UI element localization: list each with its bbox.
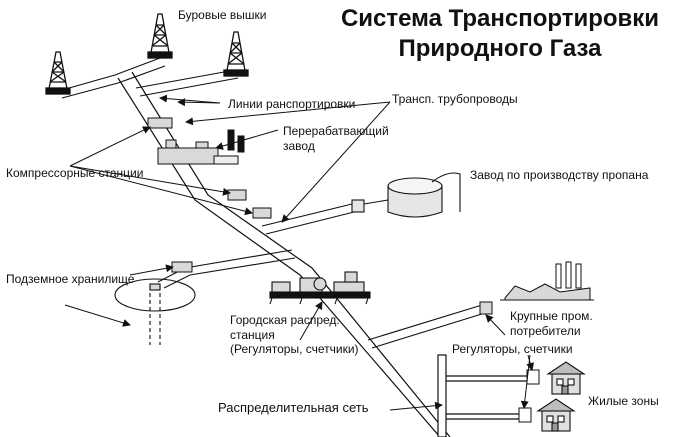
- label-underground-storage: Подземное хранилище: [6, 272, 135, 286]
- label-large-consumers-line2: потребители: [510, 324, 581, 338]
- processing-plant-icon: [157, 129, 245, 165]
- label-regulators-meters: Регуляторы, счетчики: [452, 342, 573, 356]
- label-trunk-pipelines: Трансп. трубопроводы: [392, 92, 518, 106]
- regulator-meter-icon: [518, 369, 540, 423]
- title-line-2: Природного Газа: [398, 35, 602, 62]
- label-transport-lines: Линии ранспортировки: [228, 97, 356, 111]
- label-distribution-network: Распределительная сеть: [218, 400, 369, 415]
- label-city-station-line3: (Регуляторы, счетчики): [230, 342, 359, 356]
- label-processing-plant-line2: завод: [283, 139, 315, 153]
- gathering-lines: [61, 57, 239, 99]
- distribution-network-pipes: [437, 354, 528, 437]
- label-city-station-line2: станция: [230, 328, 275, 342]
- diagram-title: Система Транспортировки Природного Газа: [300, 4, 700, 64]
- title-line-1: Система Транспортировки: [340, 5, 660, 32]
- industrial-consumer-icon: [479, 261, 594, 315]
- label-processing-plant-line1: Перерабатвающий: [283, 124, 389, 138]
- underground-storage-icon: [114, 278, 196, 345]
- label-city-station-line1: Городская распред.: [230, 313, 340, 327]
- label-propane-plant: Завод по производству пропана: [470, 168, 649, 182]
- label-drilling-rigs: Буровые вышки: [178, 8, 267, 22]
- city-distribution-station-icon: [269, 271, 371, 305]
- drilling-rig-icon: [45, 13, 249, 95]
- propane-plant-icon: [351, 172, 461, 218]
- label-residential-zones: Жилые зоны: [588, 394, 659, 408]
- annotation-arrows: [64, 94, 535, 411]
- propane-branch-pipe: [261, 203, 355, 235]
- main-trunk-pipeline: [117, 71, 451, 437]
- house-icon: [536, 361, 586, 432]
- industrial-branch-pipe: [367, 304, 486, 349]
- label-compressor-stations: Компрессорные станции: [6, 166, 144, 180]
- label-large-consumers-line1: Крупные пром.: [510, 309, 593, 323]
